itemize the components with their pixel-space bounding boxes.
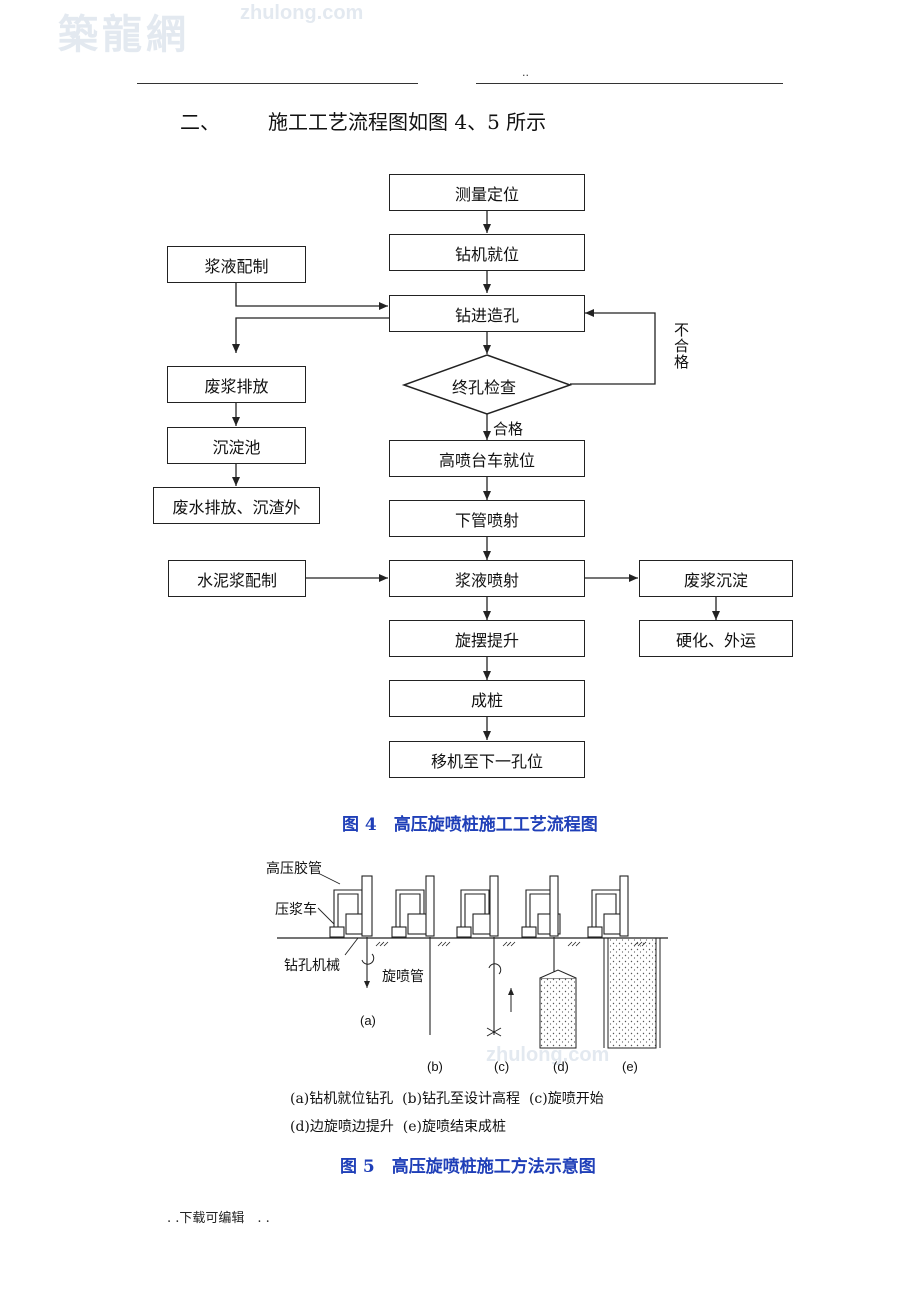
label-drill: 钻孔机械 bbox=[284, 958, 340, 974]
step-grout-jet: 浆液喷射 bbox=[389, 560, 585, 597]
waste-slurry-discharge-box: 废浆排放 bbox=[167, 366, 306, 403]
header-rule-left bbox=[137, 83, 418, 84]
step-move-next: 移机至下一孔位 bbox=[389, 741, 585, 778]
cement-slurry-box: 水泥浆配制 bbox=[168, 560, 306, 597]
step-drilling: 钻进造孔 bbox=[389, 295, 585, 332]
stage-a: (a) bbox=[360, 1013, 376, 1028]
step-jet-cart: 高喷台车就位 bbox=[389, 440, 585, 477]
slurry-prep-box: 浆液配制 bbox=[167, 246, 306, 283]
figure5-legend-line1: (a)钻机就位钻孔 (b)钻孔至设计高程 (c)旋喷开始 bbox=[290, 1091, 604, 1107]
figure4-caption: 图 4 高压旋喷桩施工工艺流程图 bbox=[342, 815, 598, 835]
label-pump: 压浆车 bbox=[275, 902, 317, 918]
fail-label: 不合格 bbox=[672, 322, 690, 370]
watermark-site-bottom: zhulong.com bbox=[486, 1044, 610, 1066]
pass-label: 合格 bbox=[493, 420, 524, 438]
stage-c: (c) bbox=[494, 1059, 510, 1074]
figure5-legend-line2: (d)边旋喷边提升 (e)旋喷结束成桩 bbox=[290, 1119, 506, 1135]
figure5-caption: 图 5 高压旋喷桩施工方法示意图 bbox=[340, 1157, 596, 1177]
decision-label: 终孔检查 bbox=[452, 378, 517, 397]
section-title: 施工工艺流程图如图 4、5 所示 bbox=[268, 110, 547, 134]
decision-diamond bbox=[401, 354, 573, 415]
label-pipe: 旋喷管 bbox=[382, 969, 424, 985]
step-rotate-lift: 旋摆提升 bbox=[389, 620, 585, 657]
section-number: 二、 bbox=[180, 110, 220, 134]
step-lower-pipe: 下管喷射 bbox=[389, 500, 585, 537]
waste-water-box: 废水排放、沉渣外 bbox=[153, 487, 320, 524]
stage-e: (e) bbox=[622, 1059, 638, 1074]
watermark-logo: 築龍網 bbox=[58, 11, 190, 58]
header-dots: .. bbox=[522, 66, 529, 79]
step-survey: 测量定位 bbox=[389, 174, 585, 211]
stage-d: (d) bbox=[553, 1059, 569, 1074]
settling-tank-box: 沉淀池 bbox=[167, 427, 306, 464]
header-rule-right bbox=[476, 83, 783, 84]
stage-b: (b) bbox=[427, 1059, 443, 1074]
step-rig-position: 钻机就位 bbox=[389, 234, 585, 271]
harden-transport-box: 硬化、外运 bbox=[639, 620, 793, 657]
watermark-site: zhulong.com bbox=[240, 2, 364, 24]
label-hose: 高压胶管 bbox=[266, 861, 322, 877]
step-form-pile: 成桩 bbox=[389, 680, 585, 717]
waste-settling-box: 废浆沉淀 bbox=[639, 560, 793, 597]
footer-note: . .下载可编辑 . . bbox=[167, 1211, 270, 1226]
